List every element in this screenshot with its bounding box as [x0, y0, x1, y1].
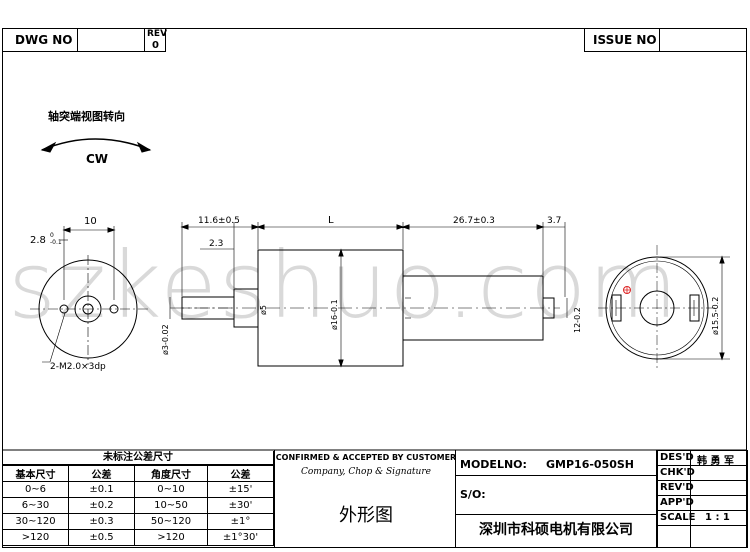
des-value: 韩 勇 军 [697, 456, 734, 467]
dim-body-dia: ø16-0.1 [330, 299, 339, 330]
app-label: APP'D [660, 497, 694, 508]
drawing-name: 外形图 [339, 505, 393, 526]
tol-header: 公差 [68, 465, 135, 482]
dim-tab-len: 3.7 [547, 216, 561, 226]
dim-motor-dia: ø15.5-0.2 [711, 297, 720, 335]
tol-cell: >120 [134, 529, 208, 546]
rotation-dir: CW [86, 152, 108, 166]
tol-header: 公差 [207, 465, 274, 482]
scale-label: SCALE [660, 512, 696, 523]
company-name: 深圳市科硕电机有限公司 [456, 514, 656, 546]
so-label: S/O: [460, 488, 486, 501]
rev-d-label: REV'D [660, 482, 694, 493]
tol-cell: >120 [2, 529, 69, 546]
dim-tab: 12-0.2 [573, 307, 582, 333]
dim-hole-dia: 2.8 [30, 235, 46, 246]
dim-flat: 2.3 [209, 239, 223, 249]
model-value: GMP16-050SH [546, 458, 634, 471]
table-row: 30~120 ±0.3 50~120 ±1° [2, 513, 274, 530]
tol-cell: 0~10 [134, 481, 208, 498]
dim-shaft-dia: ø3-0.02 [161, 324, 170, 355]
tolerance-table: 基本尺寸 公差 角度尺寸 公差 0~6 ±0.1 0~10 ±15' 6~30 … [2, 465, 274, 546]
dim-screw: 2-M2.0×3dp [50, 362, 106, 372]
tol-cell: ±0.5 [68, 529, 135, 546]
tol-cell: 0~6 [2, 481, 69, 498]
tol-cell: ±0.1 [68, 481, 135, 498]
dwg-no-label: DWG NO [15, 33, 73, 47]
tol-cell: ±0.3 [68, 513, 135, 530]
tol-cell: ±1°30' [207, 529, 274, 546]
dim-hole-tol: 0 [50, 232, 54, 239]
des-label: DES'D [660, 452, 694, 463]
confirm-title: CONFIRMED & ACCEPTED BY CUSTOMER [275, 453, 457, 462]
model-label: MODELNO: [460, 458, 527, 471]
rev-value: 0 [152, 40, 159, 51]
table-row: 0~6 ±0.1 0~10 ±15' [2, 481, 274, 498]
tol-header: 角度尺寸 [134, 465, 208, 482]
tol-cell: 30~120 [2, 513, 69, 530]
table-row: 6~30 ±0.2 10~50 ±30' [2, 497, 274, 514]
tol-cell: ±0.2 [68, 497, 135, 514]
dim-boss-dia: ø5 [259, 305, 268, 315]
tol-cell: ±30' [207, 497, 274, 514]
confirm-block: CONFIRMED & ACCEPTED BY CUSTOMER Company… [274, 450, 456, 548]
drawing-frame [2, 28, 747, 548]
model-block: MODELNO: GMP16-050SH S/O: 深圳市科硕电机有限公司 [456, 450, 656, 548]
rev-label: REV [147, 29, 168, 39]
rotation-note: 轴突端视图转向 [48, 109, 125, 123]
tol-cell: 50~120 [134, 513, 208, 530]
tolerance-header-row: 基本尺寸 公差 角度尺寸 公差 [2, 465, 274, 482]
tol-cell: ±15' [207, 481, 274, 498]
tolerance-title: 未标注公差尺寸 [2, 451, 274, 465]
scale-value: 1 : 1 [705, 512, 730, 523]
approvals-block: DES'D 韩 勇 军 CHK'D REV'D APP'D SCALE 1 : … [656, 450, 748, 548]
table-row: >120 ±0.5 >120 ±1°30' [2, 529, 274, 546]
chk-label: CHK'D [660, 467, 695, 478]
dim-shaft-ext: 11.6±0.5 [198, 216, 240, 226]
confirm-subtitle: Company, Chop & Signature [301, 467, 431, 477]
tol-cell: 10~50 [134, 497, 208, 514]
dim-body-len: L [328, 215, 334, 226]
tol-cell: 6~30 [2, 497, 69, 514]
rotation-arrow [41, 138, 151, 151]
tol-header: 基本尺寸 [2, 465, 69, 482]
tol-cell: ±1° [207, 513, 274, 530]
dim-spacing: 10 [84, 216, 97, 227]
dim-hole-tol-minus: -0.1 [50, 239, 62, 246]
dim-motor-len: 26.7±0.3 [453, 216, 495, 226]
issue-no-label: ISSUE NO [593, 33, 657, 47]
